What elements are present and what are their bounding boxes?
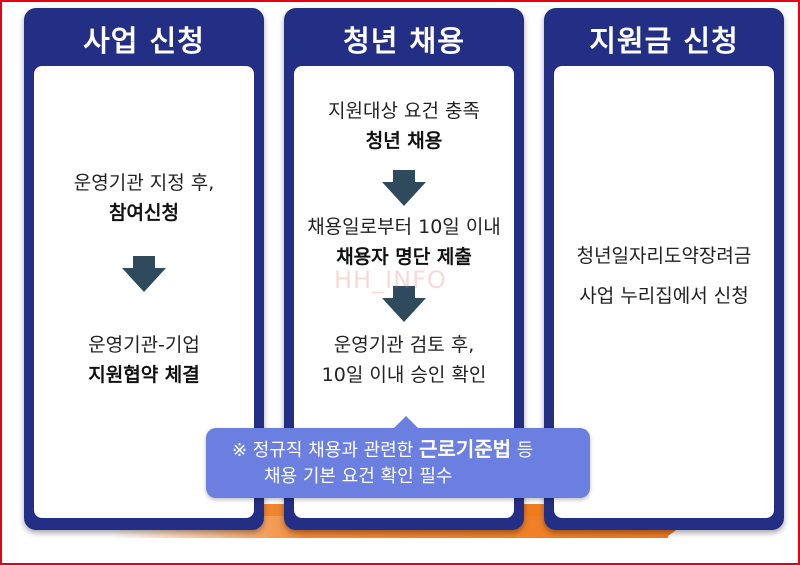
down-arrow-icon — [122, 256, 166, 292]
text-bold: 채용자 명단 제출 — [336, 246, 472, 268]
step-text: 운영기관 지정 후, 참여신청 — [34, 168, 254, 228]
note-prefix: ※ 정규직 채용과 관련한 — [232, 440, 420, 461]
note-emphasis: 근로기준법 — [419, 437, 512, 461]
step-text: 운영기관-기업 지원협약 체결 — [34, 330, 254, 390]
text-line: 청년일자리도약장려금 — [576, 245, 752, 267]
requirement-note: ※ 정규직 채용과 관련한 근로기준법 등 채용 기본 요건 확인 필수 — [206, 416, 590, 498]
text-line: 지원대상 요건 충족 — [328, 100, 480, 122]
step-text: 지원대상 요건 충족 청년 채용 — [294, 96, 514, 156]
text-bold: 참여신청 — [109, 202, 179, 224]
text-line: 채용일로부터 10일 이내 — [307, 216, 501, 238]
text-bold: 청년 채용 — [365, 130, 443, 152]
text-bold: 지원협약 체결 — [88, 364, 200, 386]
step-title: 지원금 신청 — [589, 24, 739, 58]
step-text: 채용일로부터 10일 이내 채용자 명단 제출 — [294, 212, 514, 272]
note-line-1: ※ 정규직 채용과 관련한 근로기준법 등 — [232, 436, 533, 464]
step-text: 청년일자리도약장려금 사업 누리집에서 신청 — [554, 236, 774, 316]
text-line: 운영기관-기업 — [88, 334, 200, 356]
down-arrow-icon — [382, 170, 426, 206]
text-line: 운영기관 지정 후, — [73, 172, 215, 194]
step-title: 청년 채용 — [343, 24, 465, 58]
step-title: 사업 신청 — [83, 24, 205, 58]
watermark: HH_INFO — [334, 266, 447, 294]
note-suffix: 등 — [511, 440, 534, 461]
text-line: 10일 이내 승인 확인 — [321, 364, 487, 386]
callout-pointer — [394, 416, 418, 428]
down-arrow-icon — [382, 286, 426, 322]
text-line: 운영기관 검토 후, — [333, 334, 475, 356]
text-line: 사업 누리집에서 신청 — [579, 285, 749, 307]
step-body: 청년일자리도약장려금 사업 누리집에서 신청 — [554, 66, 774, 518]
step-text: 운영기관 검토 후, 10일 이내 승인 확인 — [294, 330, 514, 390]
note-line-2: 채용 기본 요건 확인 필수 — [264, 466, 453, 487]
